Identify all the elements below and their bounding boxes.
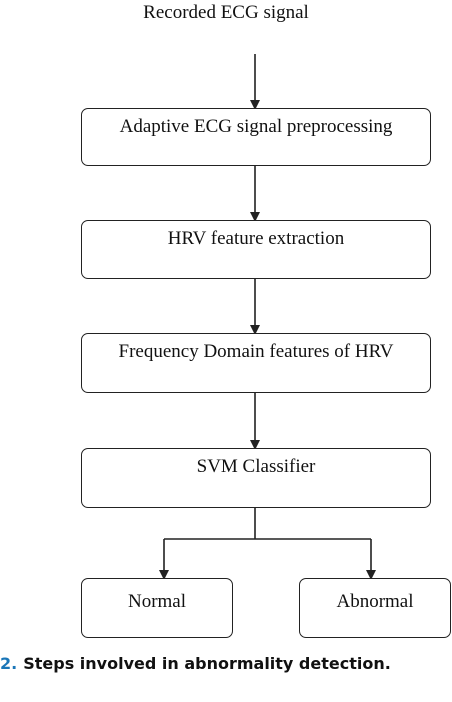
step-frequency-domain-features: Frequency Domain features of HRV <box>81 333 431 393</box>
output-abnormal: Abnormal <box>299 578 451 638</box>
figure-caption: 2. Steps involved in abnormality detectio… <box>0 654 391 673</box>
input-label: Recorded ECG signal <box>143 2 309 23</box>
step-preprocessing: Adaptive ECG signal preprocessing <box>81 108 431 166</box>
step-svm-classifier: SVM Classifier <box>81 448 431 508</box>
figure-caption-text: Steps involved in abnormality detection. <box>23 654 391 673</box>
flowchart-connectors <box>159 54 376 580</box>
output-normal: Normal <box>81 578 233 638</box>
figure-number: 2. <box>0 654 18 673</box>
step-hrv-feature-extraction: HRV feature extraction <box>81 220 431 279</box>
